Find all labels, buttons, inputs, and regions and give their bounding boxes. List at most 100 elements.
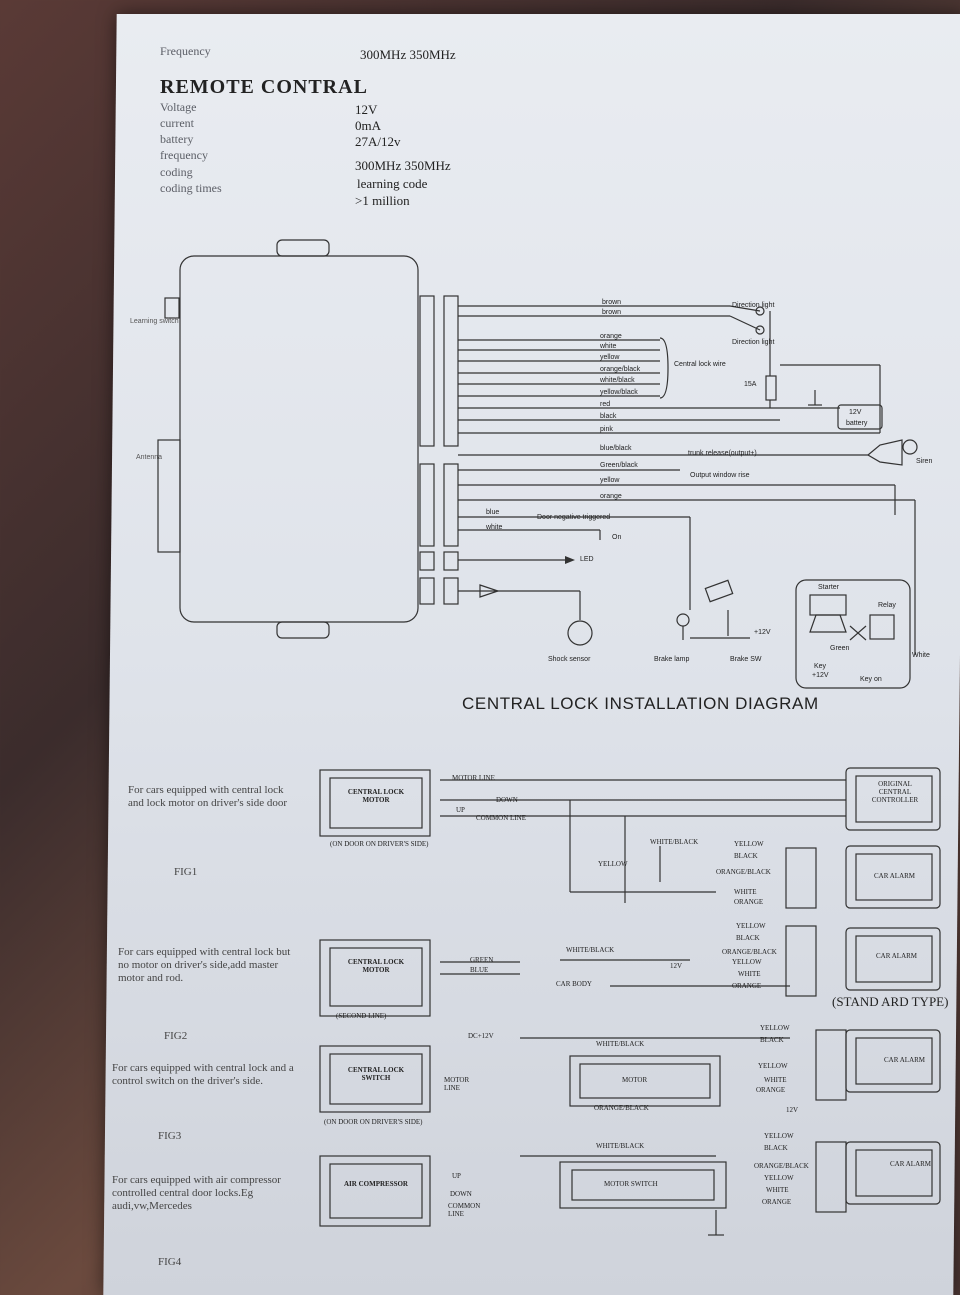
siren-label: Siren bbox=[916, 458, 933, 465]
relay-label: Relay bbox=[878, 602, 896, 609]
fig4-car-alarm: CAR ALARM bbox=[890, 1160, 932, 1168]
starter-label: Starter bbox=[818, 584, 840, 591]
fig4-compressor-box: AIR COMPRESSOR bbox=[344, 1180, 408, 1188]
learning-switch bbox=[164, 297, 180, 319]
green-label: Green bbox=[830, 645, 850, 652]
fuse-label: 15A bbox=[744, 381, 757, 388]
fig1-motor-line: MOTOR LINE bbox=[452, 774, 495, 782]
wire-label: white/black bbox=[600, 377, 635, 384]
trunk-release-label: trunk release(output+) bbox=[688, 450, 757, 457]
remote-title: REMOTE CONTRAL bbox=[160, 76, 368, 98]
spec-label: battery bbox=[160, 132, 194, 146]
diagram-title: CENTRAL LOCK INSTALLATION DIAGRAM bbox=[462, 694, 819, 713]
alarm-wire-label: ORANGE bbox=[756, 1086, 786, 1094]
fig1-down: DOWN bbox=[496, 796, 518, 804]
spec-label: frequency bbox=[160, 148, 208, 162]
battery-label: battery bbox=[846, 420, 868, 427]
fig4-up: UP bbox=[452, 1172, 461, 1180]
wire-label: white bbox=[600, 343, 617, 350]
direction-light-label: Direction light bbox=[732, 302, 775, 309]
fig3-motor-line: MOTOR LINE bbox=[444, 1076, 470, 1092]
alarm-wire-label: BLACK bbox=[764, 1144, 788, 1152]
brake-lamp-label: Brake lamp bbox=[654, 656, 690, 663]
wire-label: red bbox=[600, 401, 611, 408]
alarm-wire-label: YELLOW bbox=[760, 1024, 790, 1032]
fig2-12v: 12V bbox=[670, 962, 683, 970]
spec-value: 0mA bbox=[355, 118, 381, 133]
direction-light-label: Direction light bbox=[732, 339, 775, 346]
fig2-blue: BLUE bbox=[470, 966, 489, 974]
antenna-stub bbox=[157, 439, 181, 553]
alarm-wire-label: ORANGE bbox=[762, 1198, 792, 1206]
alarm-wire-label: ORANGE/BLACK bbox=[722, 948, 777, 956]
fig2-green: GREEN bbox=[470, 956, 494, 964]
spec-label: coding times bbox=[160, 181, 222, 195]
fig2-standard-type: (STAND ARD TYPE) bbox=[832, 994, 949, 1009]
fig1-car-alarm: CAR ALARM bbox=[874, 872, 916, 880]
key-label: Key bbox=[814, 663, 827, 670]
alarm-wire-label: ORANGE/BLACK bbox=[754, 1162, 809, 1170]
wire-label: blue bbox=[486, 509, 500, 516]
fig1-up: UP bbox=[456, 806, 465, 814]
fig2-car-body: CAR BODY bbox=[556, 980, 592, 988]
spec-label: Voltage bbox=[160, 100, 197, 114]
wire-label: black bbox=[600, 413, 617, 420]
wire-label: white bbox=[486, 524, 503, 531]
fig2-description: For cars equipped with central lock but … bbox=[118, 946, 291, 985]
alarm-wire-label: WHITE bbox=[734, 888, 757, 896]
alarm-wire-label: ORANGE bbox=[734, 898, 764, 906]
alarm-wire-label: ORANGE/BLACK bbox=[716, 868, 771, 876]
battery-voltage-label: 12V bbox=[849, 409, 862, 416]
brake-switch-label: Brake SW bbox=[730, 656, 762, 663]
fig1-description: For cars equipped with central lock and … bbox=[128, 784, 288, 810]
fig1-controller: ORIGINAL CENTRAL CONTROLLER bbox=[871, 780, 919, 804]
on-label: On bbox=[612, 534, 622, 541]
alarm-wire-label: BLACK bbox=[734, 852, 758, 860]
spec-value: learning code bbox=[357, 176, 428, 191]
key-12v-label: +12V bbox=[812, 672, 829, 679]
fig4-white-black: WHITE/BLACK bbox=[596, 1142, 645, 1150]
fig1-label: FIG1 bbox=[174, 866, 198, 878]
white-label: White bbox=[912, 652, 930, 659]
fig3-description: For cars equipped with central lock and … bbox=[112, 1062, 294, 1088]
fig2-car-alarm: CAR ALARM bbox=[876, 952, 918, 960]
alarm-wire-label: BLACK bbox=[760, 1036, 784, 1044]
wire-label: orange bbox=[600, 493, 622, 500]
alarm-wire-label: YELLOW bbox=[764, 1174, 794, 1182]
fig1-white-black: WHITE/BLACK bbox=[650, 838, 699, 846]
fig2-box-note: (SECOND LINE) bbox=[336, 1012, 387, 1020]
wire-label: yellow bbox=[600, 354, 620, 361]
fig3-dc12v: DC+12V bbox=[468, 1032, 494, 1040]
frequency-value: 300MHz 350MHz bbox=[360, 47, 456, 62]
fig3-orange-black: ORANGE/BLACK bbox=[594, 1104, 649, 1112]
wire-label: brown bbox=[602, 299, 622, 306]
wire-label: orange bbox=[600, 333, 622, 340]
antenna-label: Antenna bbox=[136, 454, 163, 461]
fig1-motor-box: CENTRAL LOCK MOTOR bbox=[347, 788, 405, 804]
fig3-box-note: (ON DOOR ON DRIVER'S SIDE) bbox=[324, 1118, 423, 1126]
fig3-label: FIG3 bbox=[158, 1130, 182, 1142]
door-trigger-label: Door negative triggered bbox=[537, 514, 611, 521]
mount-tab-top bbox=[276, 239, 330, 257]
learning-switch-label: Learning switch bbox=[130, 318, 179, 325]
fig4-12v: 12V bbox=[786, 1106, 799, 1114]
alarm-wire-label: YELLOW bbox=[736, 922, 766, 930]
alarm-wire-label: WHITE bbox=[738, 970, 761, 978]
spec-value: 12V bbox=[355, 102, 378, 117]
window-rise-label: Output window rise bbox=[690, 472, 750, 479]
central-lock-wire-label: Central lock wire bbox=[674, 361, 726, 368]
fig4-description: For cars equipped with air compressor co… bbox=[112, 1174, 281, 1213]
spec-value: 27A/12v bbox=[355, 134, 401, 149]
mount-tab-bottom bbox=[276, 621, 330, 639]
fig3-switch-box: CENTRAL LOCK SWITCH bbox=[347, 1066, 405, 1082]
spec-value: >1 million bbox=[355, 193, 410, 208]
fig3-car-alarm: CAR ALARM bbox=[884, 1056, 926, 1064]
alarm-wire-label: YELLOW bbox=[758, 1062, 788, 1070]
wire-label: pink bbox=[600, 426, 613, 433]
control-unit bbox=[179, 255, 419, 623]
fig3-motor: MOTOR bbox=[622, 1076, 648, 1084]
fig4-common: COMMON LINE bbox=[448, 1202, 481, 1218]
fig4-down: DOWN bbox=[450, 1190, 472, 1198]
frequency-label: Frequency bbox=[160, 44, 211, 58]
fig2-motor-box: CENTRAL LOCK MOTOR bbox=[347, 958, 405, 974]
